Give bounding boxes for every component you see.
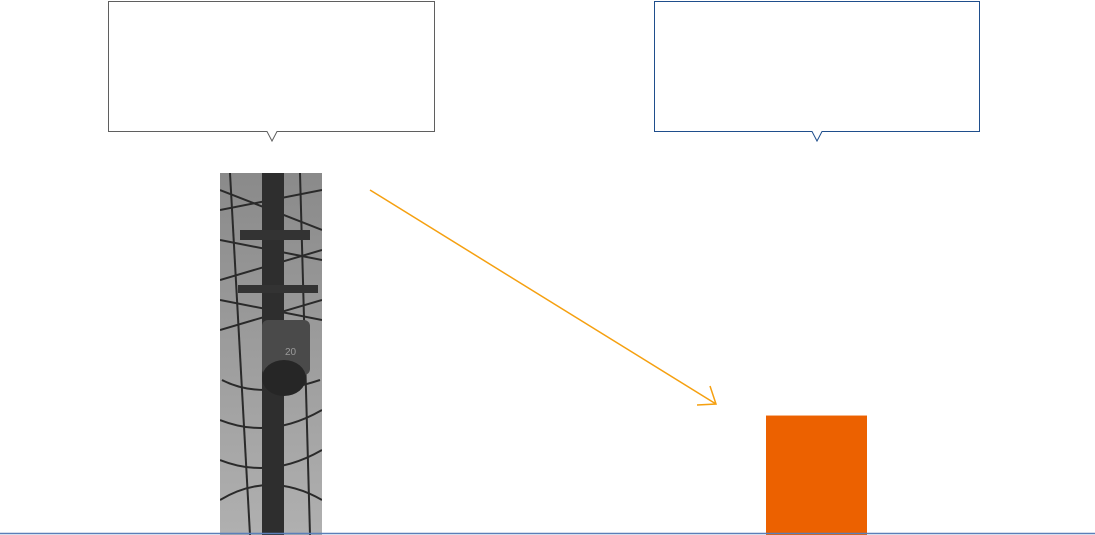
arrow [369,189,718,406]
orange-bar [766,415,867,535]
svg-text:20: 20 [285,347,297,358]
utility-pole-photo: 20 [220,173,322,535]
callout-right [654,1,980,143]
callout-left [108,1,435,143]
